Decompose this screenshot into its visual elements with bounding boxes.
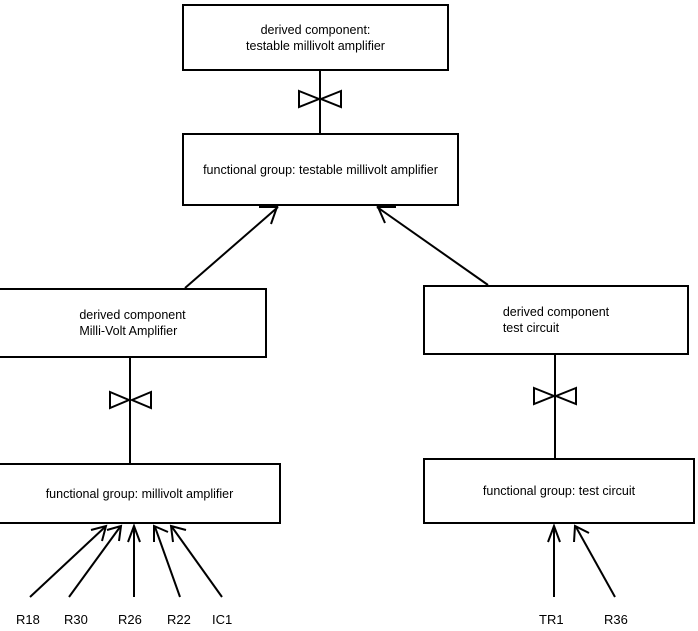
node-derived-test-circuit[interactable]: derived component test circuit — [423, 285, 689, 355]
connector-arrow-r22 — [153, 524, 181, 598]
node-functional-group-millivolt-amplifier[interactable]: functional group: millivolt amplifier — [0, 463, 281, 524]
connector-arrow-r36 — [573, 524, 616, 598]
node-derived-milli-volt-amplifier[interactable]: derived component Milli-Volt Amplifier — [0, 288, 267, 358]
connector-arrow-r26 — [127, 523, 141, 597]
node-label: functional group: testable millivolt amp… — [203, 162, 438, 177]
connector-arrow-tr1 — [547, 523, 561, 597]
node-label: derived component: testable millivolt am… — [246, 22, 385, 53]
node-functional-group-testable-millivolt-amplifier[interactable]: functional group: testable millivolt amp… — [182, 133, 459, 206]
connector-arrow-millivolt-to-testable — [184, 206, 279, 289]
leaf-label-r36[interactable]: R36 — [604, 612, 628, 627]
connector-arrow-r18 — [29, 524, 108, 598]
leaf-label-ic1[interactable]: IC1 — [212, 612, 233, 627]
leaf-label-r18[interactable]: R18 — [16, 612, 40, 627]
node-label: derived component test circuit — [502, 305, 610, 335]
node-label: functional group: test circuit — [482, 484, 636, 498]
connector-bowtie-milli-volt-amplifier — [109, 358, 152, 463]
node-derived-testable-millivolt-amplifier[interactable]: derived component: testable millivolt am… — [182, 4, 449, 71]
leaf-label-r26[interactable]: R26 — [118, 612, 142, 627]
connector-bowtie-testable-amplifier — [298, 71, 342, 133]
connector-bowtie-test-circuit — [533, 355, 577, 458]
node-label: functional group: millivolt amplifier — [45, 486, 234, 501]
connector-arrow-testcircuit-to-testable — [376, 206, 489, 286]
connector-arrow-ic1 — [169, 524, 223, 598]
leaf-label-tr1[interactable]: TR1 — [539, 612, 564, 627]
leaf-label-r30[interactable]: R30 — [64, 612, 88, 627]
connector-arrow-r30 — [68, 524, 123, 598]
leaf-label-r22[interactable]: R22 — [167, 612, 191, 627]
node-label: derived component Milli-Volt Amplifier — [79, 308, 186, 338]
node-functional-group-test-circuit[interactable]: functional group: test circuit — [423, 458, 695, 524]
